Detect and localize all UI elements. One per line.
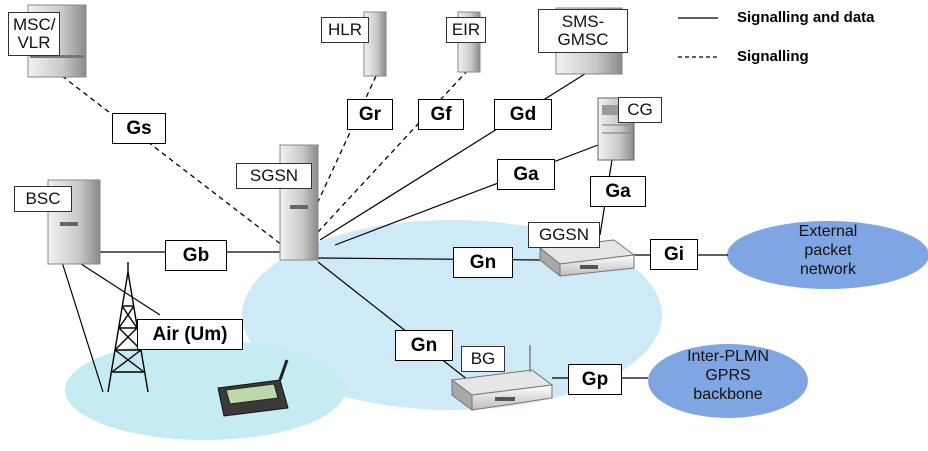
device-bg: [450, 345, 554, 411]
legend-dashed-label: Signalling: [737, 48, 809, 65]
interface-label-gf: Gf: [418, 99, 464, 130]
node-label-bg: BG: [461, 346, 505, 372]
interface-label-air: Air (Um): [137, 319, 243, 350]
interface-label-gr: Gr: [347, 99, 393, 130]
server-hlr: [363, 11, 387, 77]
interface-label-gd: Gd: [494, 99, 552, 130]
node-label-bsc: BSC: [14, 186, 72, 212]
node-label-sgsn: SGSN: [236, 163, 312, 189]
interface-label-ga-sgsn: Ga: [497, 159, 555, 190]
antenna-tower: [107, 262, 149, 393]
radio-coverage-area: [65, 340, 345, 440]
node-label-sms-gmsc: SMS- GMSC: [538, 9, 628, 53]
link-bsc-antenna: [61, 261, 104, 393]
interface-label-gn-bg: Gn: [395, 330, 453, 361]
link-gs: [61, 75, 283, 246]
node-label-ggsn: GGSN: [528, 222, 600, 248]
node-label-eir: EIR: [446, 17, 486, 43]
interface-label-gb: Gb: [165, 240, 227, 271]
interface-label-gi: Gi: [650, 239, 698, 270]
signalling-links: [61, 69, 469, 246]
inter-plmn-ellipse: [648, 344, 808, 418]
external-network-ellipse: [727, 221, 928, 289]
node-label-hlr: HLR: [321, 17, 369, 43]
link-bsc-air: [77, 261, 161, 316]
legend-solid-label: Signalling and data: [737, 9, 875, 26]
interface-label-gs: Gs: [112, 113, 166, 144]
mobile-terminal: [217, 359, 289, 417]
inter-plmn-label: Inter-PLMN GPRS backbone: [687, 348, 769, 403]
link-gf: [317, 69, 469, 233]
link-gd: [319, 71, 589, 241]
interface-label-gn-ggsn: Gn: [453, 247, 513, 278]
interface-label-ga-ggsn: Ga: [590, 176, 646, 207]
interface-label-gp: Gp: [568, 364, 622, 395]
node-label-msc-vlr: MSC/ VLR: [8, 12, 60, 56]
node-label-cg: CG: [618, 97, 662, 123]
external-network-label: External packet network: [798, 223, 858, 278]
